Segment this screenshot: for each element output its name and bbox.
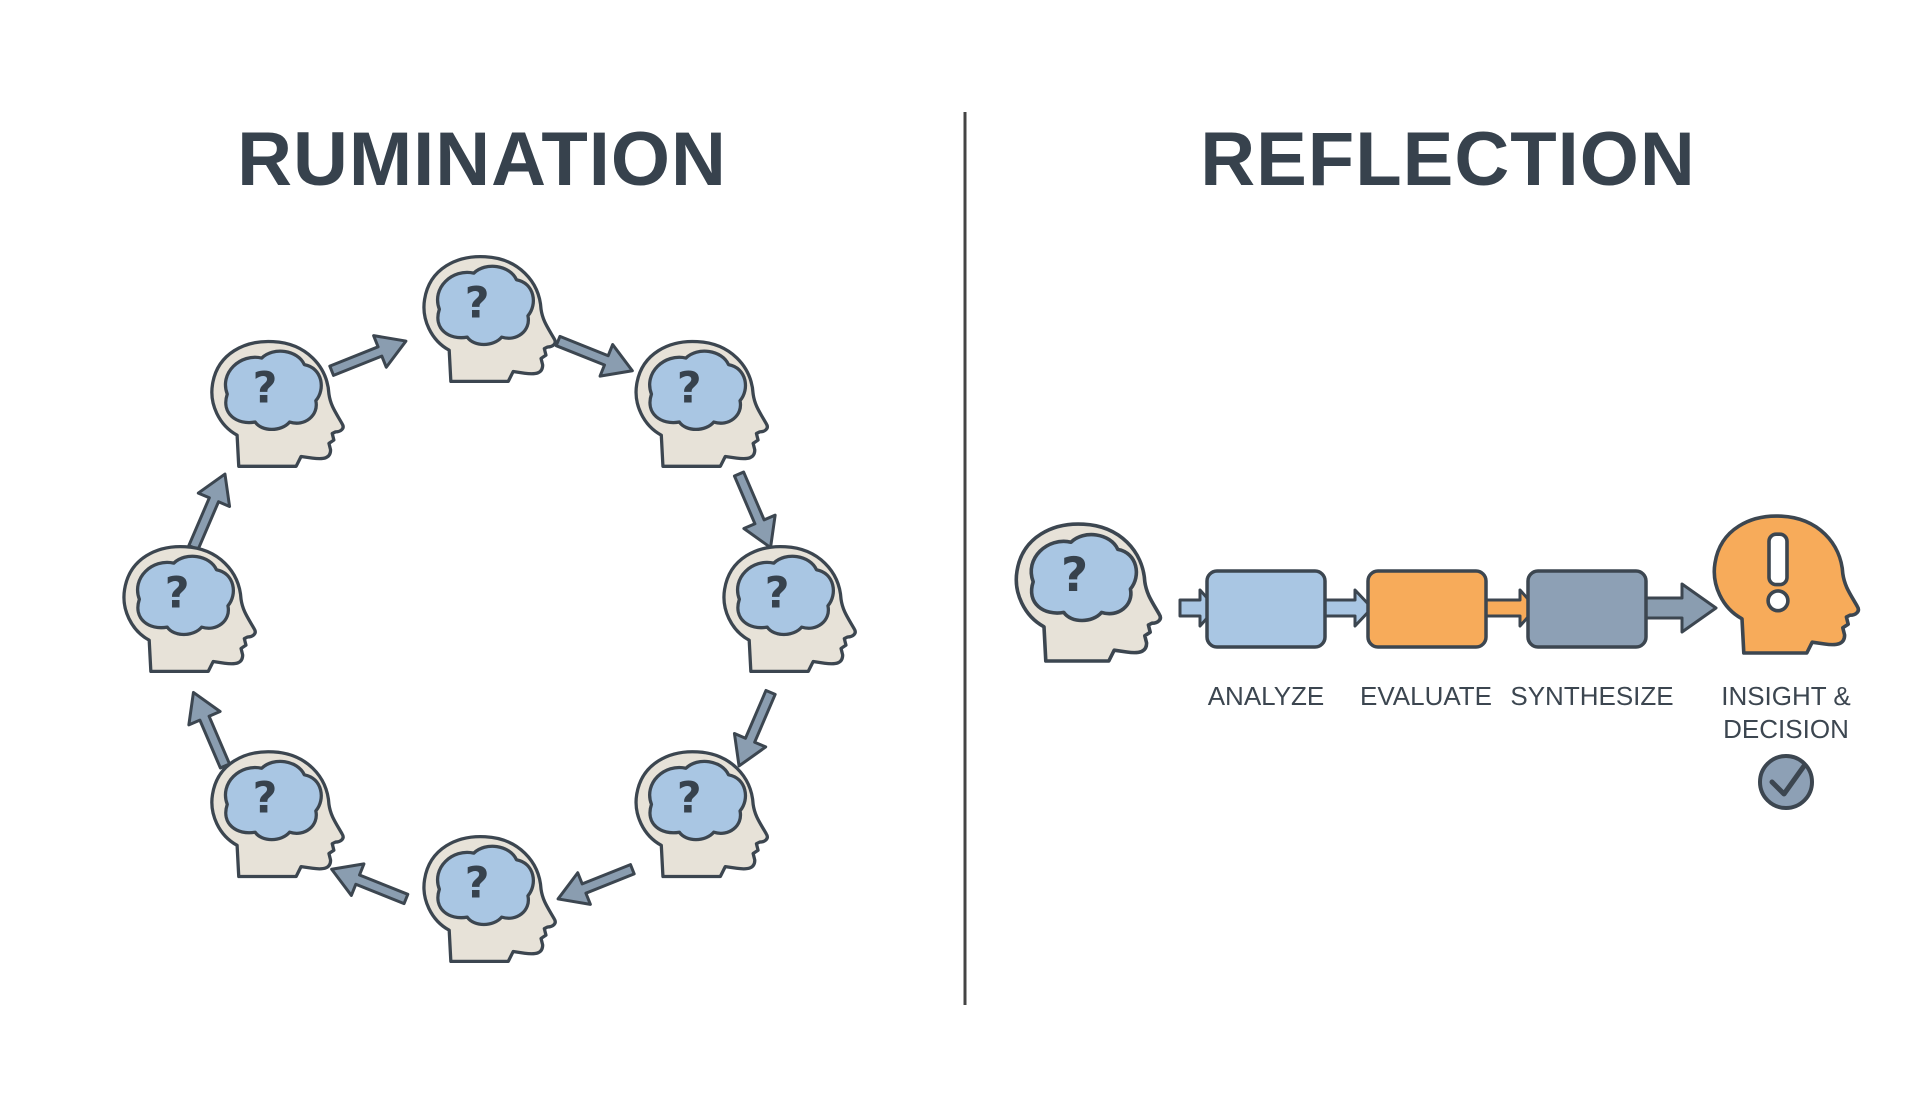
- step-label-evaluate: EVALUATE: [1360, 681, 1492, 711]
- arrow-icon: [1644, 582, 1718, 634]
- question-mark: ?: [465, 858, 490, 908]
- arrow-icon: [1323, 588, 1374, 628]
- step-box-analyze: [1205, 569, 1327, 649]
- head-question-icon: ?: [122, 544, 257, 674]
- head-question-icon: ?: [210, 339, 345, 468]
- step-label-synthesize: SYNTHESIZE: [1510, 681, 1673, 711]
- head-question-icon: ?: [634, 339, 769, 468]
- arrow-icon: [323, 851, 414, 917]
- check-circle-icon: [1758, 754, 1814, 810]
- arrow-icon: [721, 465, 788, 556]
- head-question-icon: ?: [422, 254, 557, 384]
- head-question-icon: ?: [422, 834, 557, 964]
- step-box-evaluate: [1366, 569, 1488, 649]
- head-question-icon: ?: [210, 750, 345, 879]
- question-mark: ?: [677, 774, 702, 824]
- arrow-icon: [550, 323, 641, 389]
- head-question-icon: ?: [1014, 522, 1163, 663]
- reflection-title: REFLECTION: [1200, 117, 1696, 202]
- rumination-cycle: ????????: [122, 254, 857, 964]
- head-exclamation-icon: [1712, 514, 1861, 655]
- question-mark: ?: [1061, 549, 1088, 603]
- rumination-title: RUMINATION: [237, 117, 727, 202]
- question-mark: ?: [765, 568, 790, 618]
- arrow-icon: [721, 684, 788, 775]
- outcome-label-line-1: INSIGHT &: [1721, 681, 1851, 711]
- arrow-icon: [323, 323, 414, 389]
- outcome-label-line-2: DECISION: [1723, 714, 1849, 744]
- arrow-icon: [176, 465, 243, 556]
- question-mark: ?: [165, 568, 190, 618]
- head-question-icon: ?: [722, 544, 857, 674]
- head-question-icon: ?: [634, 750, 769, 879]
- question-mark: ?: [677, 363, 702, 413]
- question-mark: ?: [253, 363, 278, 413]
- arrow-icon: [176, 684, 243, 775]
- question-mark: ?: [465, 278, 490, 328]
- step-box-synthesize: [1526, 569, 1648, 649]
- reflection-flow: ? ANALYZE EVALUATE SYNTHESIZE INSIGHT & …: [1014, 514, 1861, 810]
- question-mark: ?: [253, 774, 278, 824]
- arrow-icon: [550, 851, 641, 917]
- step-label-analyze: ANALYZE: [1208, 681, 1325, 711]
